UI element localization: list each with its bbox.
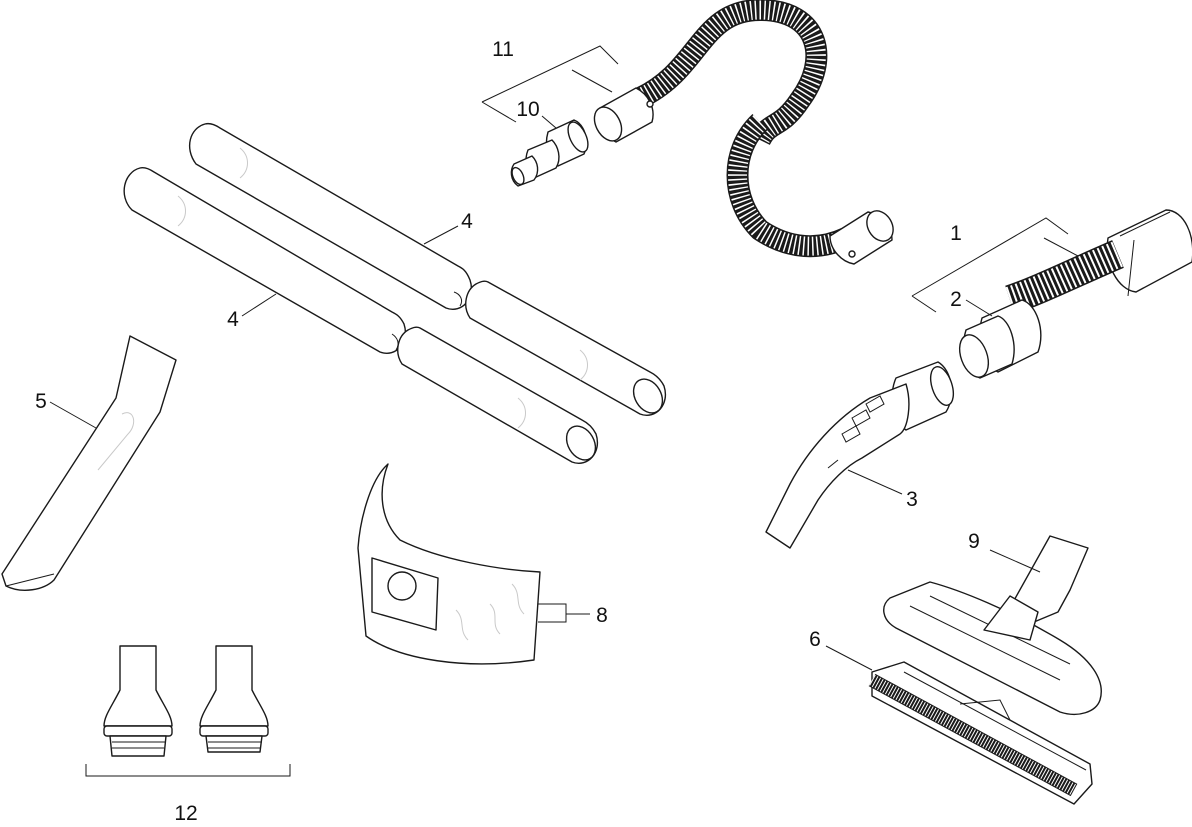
label-part-4-lower: 4: [227, 308, 239, 331]
hose-adapter: [510, 119, 589, 187]
leader-lines: [49, 45, 1079, 777]
squeegee-insert: [868, 661, 1093, 805]
extension-tube-lower-right: [397, 326, 599, 464]
label-part-9: 9: [968, 530, 980, 553]
floor-nozzle: [883, 535, 1102, 716]
suction-hose: [593, 0, 894, 265]
filter-bag: [357, 463, 541, 665]
dusting-brush-left: [103, 645, 173, 757]
extension-tube-lower-left: [123, 166, 407, 354]
label-part-12: 12: [174, 802, 197, 825]
label-part-4-upper: 4: [461, 210, 473, 233]
crevice-nozzle: [1, 335, 177, 591]
label-part-1: 1: [950, 222, 962, 245]
label-part-3: 3: [906, 488, 918, 511]
label-part-6: 6: [809, 628, 821, 651]
coupling-ring: [958, 299, 1042, 379]
label-part-2: 2: [950, 288, 962, 311]
label-part-8: 8: [596, 604, 608, 627]
label-part-5: 5: [35, 390, 47, 413]
extension-tube-upper-left: [188, 122, 473, 310]
extension-tube-upper-right: [465, 280, 667, 416]
hose-handle: [765, 361, 955, 549]
label-part-10: 10: [516, 98, 539, 121]
hose-connector: [1005, 209, 1192, 315]
dusting-brush-right: [199, 645, 269, 753]
label-part-11: 11: [492, 38, 514, 61]
